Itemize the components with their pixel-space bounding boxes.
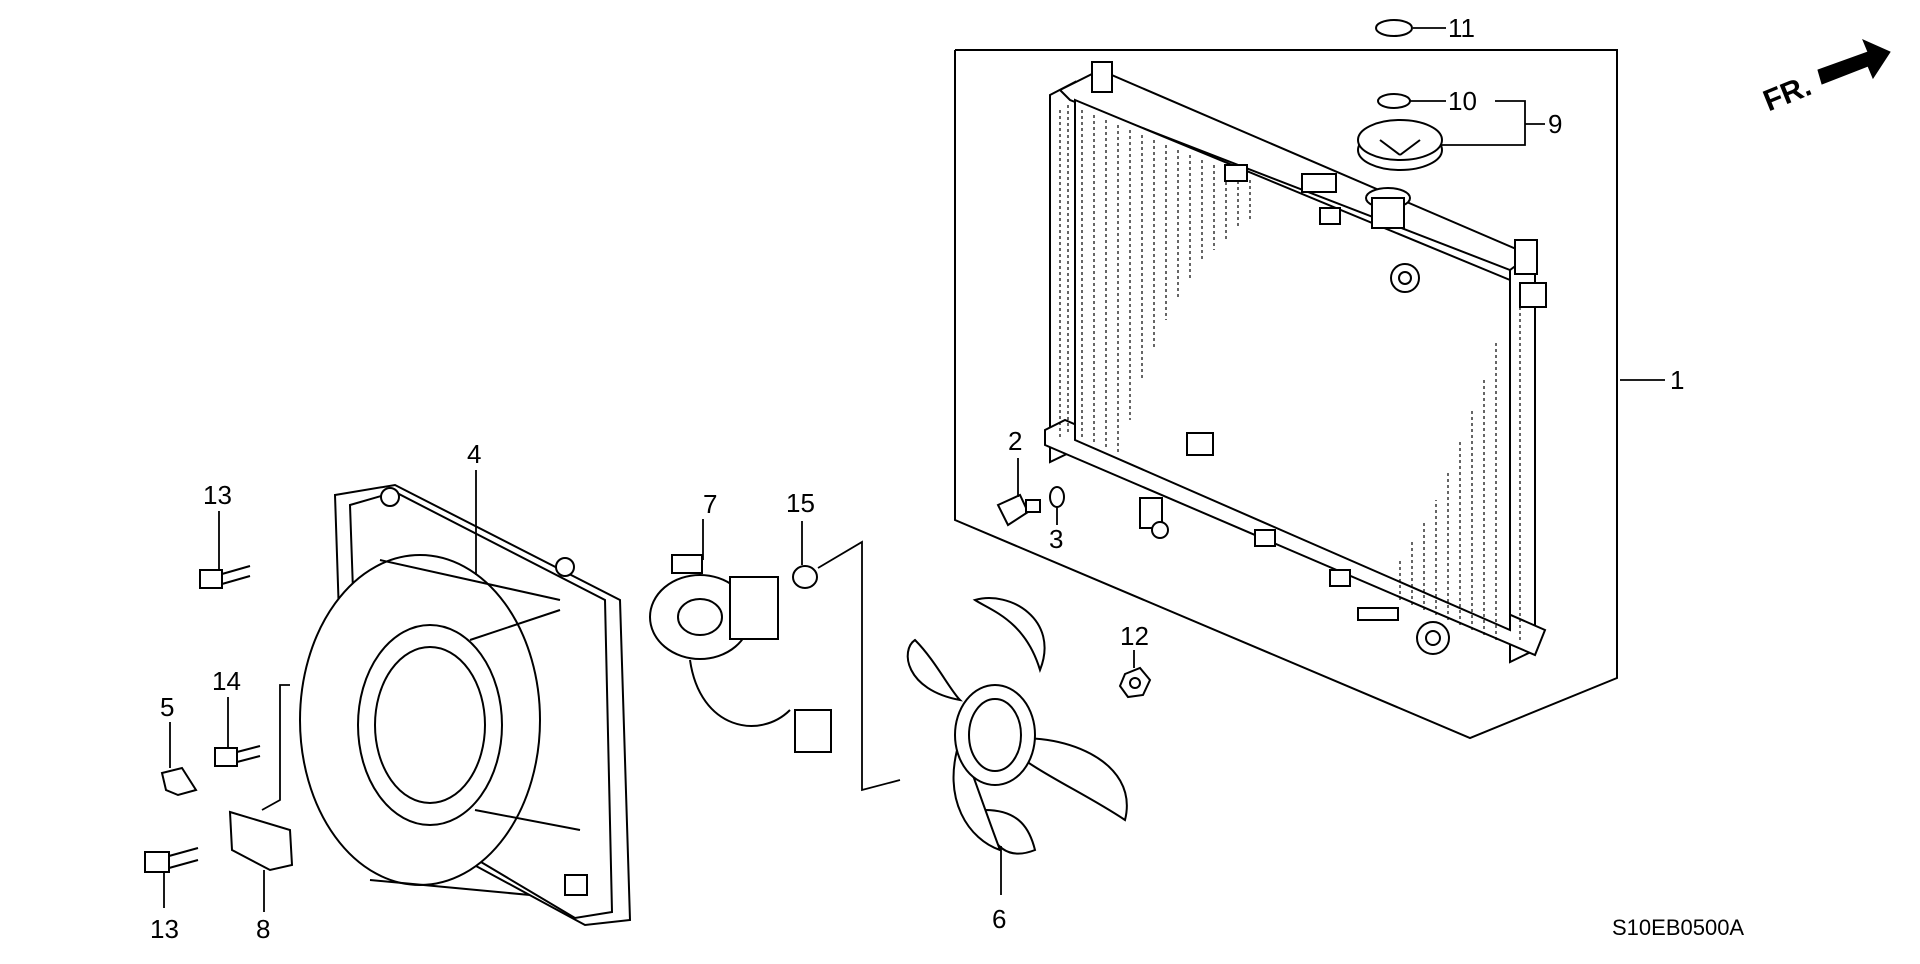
callout-5: 5 [160,692,174,722]
bolt-14-icon [214,745,261,767]
drain-plug-icon [996,493,1041,527]
callout-10: 10 [1448,86,1477,116]
callout-15: 15 [786,488,815,518]
callout-13-top: 13 [203,480,232,510]
bolt-13-bottom-icon [144,847,199,873]
o-ring-icon [1375,19,1413,37]
radiator-assembly-box [954,49,1618,740]
callout-2: 2 [1008,426,1022,456]
cooling-fan [906,597,1128,855]
leader-lines [163,27,1665,912]
callout-13-bottom: 13 [150,914,179,944]
bolt-13-top-icon [199,565,251,589]
front-direction-indicator: FR. [1759,39,1891,118]
washer-icon [1049,486,1065,508]
callout-12: 12 [1120,621,1149,651]
callout-1: 1 [1670,365,1684,395]
radiator-cap-icon [1357,119,1443,171]
nut-12-icon [1118,666,1152,699]
cap-seal-icon [1377,93,1411,109]
bracket-8-icon [228,810,294,872]
fan-shroud [299,483,632,927]
callout-3: 3 [1049,524,1063,554]
drawing-code: S10EB0500A [1612,915,1744,940]
washer-15-icon [792,565,818,589]
radiator-fittings [1091,61,1547,655]
callout-7: 7 [703,489,717,519]
callout-14: 14 [212,666,241,696]
callout-9: 9 [1548,109,1562,139]
callout-4: 4 [467,439,481,469]
callout-6: 6 [992,904,1006,934]
front-label: FR. [1759,69,1816,118]
front-arrow-icon [1817,39,1891,85]
clip-5-icon [160,766,198,797]
callout-11: 11 [1448,13,1475,43]
radiator-core [1044,68,1547,664]
callout-8: 8 [256,914,270,944]
radiator-fins [1059,105,1521,640]
fan-motor [649,554,832,753]
